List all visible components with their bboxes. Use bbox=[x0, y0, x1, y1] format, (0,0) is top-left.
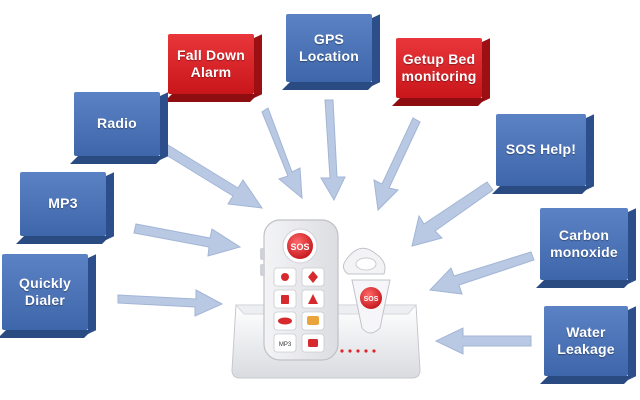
feature-label: SOS Help! bbox=[505, 141, 577, 158]
arrow-mp3 bbox=[133, 223, 242, 257]
feature-label: Carbon monoxide bbox=[550, 226, 618, 261]
feature-label: MP3 bbox=[48, 195, 78, 212]
feature-label: Getup Bed monitoring bbox=[401, 50, 477, 85]
feature-box-quickly-dialer: Quickly Dialer bbox=[0, 254, 96, 338]
arrow-quickly-dialer bbox=[117, 289, 224, 317]
mp3-key-label: MP3 bbox=[279, 342, 292, 348]
phone-handset: SOS MP3 bbox=[260, 219, 339, 361]
feature-label: Fall Down Alarm bbox=[177, 46, 245, 81]
feature-box-fall-down-alarm: Fall Down Alarm bbox=[164, 34, 262, 102]
arrow-getup-bed bbox=[373, 117, 421, 212]
device-illustration: SOS MP3 bbox=[231, 219, 421, 379]
arrow-fall-down-alarm bbox=[261, 107, 303, 200]
feature-box-getup-bed-monitoring: Getup Bed monitoring bbox=[392, 38, 490, 106]
arrow-gps-location bbox=[320, 99, 346, 202]
arrow-radio bbox=[162, 144, 264, 209]
pendant-sos-label: SOS bbox=[364, 296, 379, 303]
phone-sos-label: SOS bbox=[290, 242, 309, 252]
feature-label: Radio bbox=[97, 115, 137, 132]
feature-label: Quickly Dialer bbox=[19, 274, 71, 309]
feature-label: Water Leakage bbox=[557, 323, 615, 358]
sos-pendant: SOS bbox=[342, 247, 391, 334]
feature-box-carbon-monoxide: Carbon monoxide bbox=[536, 208, 636, 288]
feature-box-radio: Radio bbox=[70, 92, 168, 164]
arrow-carbon-monoxide bbox=[428, 251, 535, 295]
feature-label: GPS Location bbox=[299, 30, 359, 65]
feature-box-mp3: MP3 bbox=[16, 172, 114, 244]
arrow-water-leakage bbox=[434, 327, 532, 355]
feature-box-water-leakage: Water Leakage bbox=[540, 306, 636, 384]
feature-box-gps-location: GPS Location bbox=[282, 14, 380, 90]
feature-box-sos-help: SOS Help! bbox=[492, 114, 594, 194]
arrow-sos-help bbox=[411, 181, 494, 247]
